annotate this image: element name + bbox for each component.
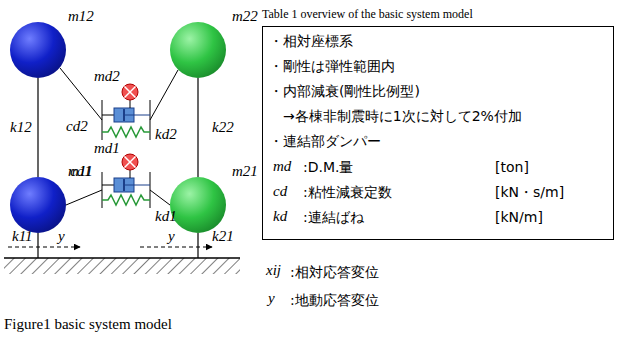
definition: :連結ばね bbox=[303, 209, 364, 225]
definition: :D.M.量 bbox=[303, 159, 353, 175]
unit: [kN/m] bbox=[495, 209, 543, 225]
table-caption: Table 1 overview of the basic system mod… bbox=[262, 8, 473, 22]
column-connector bbox=[37, 78, 38, 177]
symbol: md bbox=[273, 158, 291, 175]
definition: :粘性減衰定数 bbox=[303, 184, 392, 200]
spring-label: k11 bbox=[12, 228, 33, 245]
bullet-item: ・連結部ダンパー bbox=[269, 133, 381, 149]
symbol: cd bbox=[273, 183, 287, 200]
spring-label: k21 bbox=[212, 228, 234, 245]
ground-label: y bbox=[58, 228, 65, 245]
spring-label: k12 bbox=[10, 119, 32, 136]
lower-damper bbox=[66, 154, 170, 208]
unit: [ton] bbox=[495, 159, 529, 175]
mass-ball: m22 bbox=[170, 22, 226, 78]
symbol: y bbox=[268, 290, 275, 307]
damping-label: cd1 bbox=[70, 163, 92, 180]
note-line: →各棟非制震時に1次に対して2%付加 bbox=[283, 108, 522, 124]
damper-mass-label: md2 bbox=[94, 68, 120, 85]
ground-hatch bbox=[4, 258, 240, 274]
bullet-item: ・相対座標系 bbox=[269, 33, 353, 49]
spring-label: kd1 bbox=[155, 208, 177, 225]
ground-label: y bbox=[168, 228, 175, 245]
spring-label: kd2 bbox=[155, 126, 177, 143]
column-k11 bbox=[37, 233, 38, 258]
bullet-item: ・剛性は弾性範囲内 bbox=[269, 58, 395, 74]
definition: :地動応答変位 bbox=[290, 292, 379, 308]
ground-motion-arrow bbox=[140, 247, 212, 248]
symbol: xij bbox=[266, 262, 281, 279]
symbol: kd bbox=[273, 208, 287, 225]
ground-line bbox=[4, 257, 240, 259]
mass-label: m22 bbox=[232, 8, 258, 25]
definition: :相対応答変位 bbox=[290, 264, 379, 280]
unit: [kN・s/m] bbox=[495, 184, 564, 200]
column-connector bbox=[197, 78, 198, 177]
mass-label: m12 bbox=[68, 8, 94, 25]
mass-ball: m11 bbox=[10, 177, 66, 233]
column-k21 bbox=[197, 233, 198, 258]
bullet-item: ・内部減衰(剛性比例型) bbox=[269, 83, 420, 99]
ground-motion-arrow bbox=[8, 247, 80, 248]
mass-label: m21 bbox=[232, 163, 258, 180]
damper-mass-label: md1 bbox=[94, 140, 120, 157]
overview-table-box: ・相対座標系・剛性は弾性範囲内・内部減衰(剛性比例型) →各棟非制震時に1次に対し… bbox=[262, 26, 614, 240]
figure-caption: Figure1 basic system model bbox=[4, 316, 172, 333]
mass-ball: m21 bbox=[170, 177, 226, 233]
mass-ball: m12 bbox=[10, 22, 66, 78]
damping-label: cd2 bbox=[66, 118, 88, 135]
spring-label: k22 bbox=[212, 119, 234, 136]
